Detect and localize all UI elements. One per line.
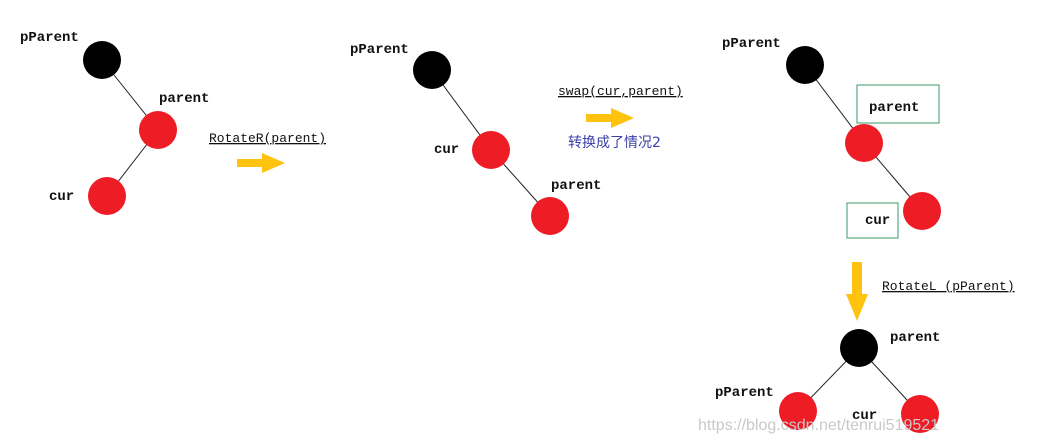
cur-label: cur [434,142,459,158]
parent-highlight-box [856,84,940,124]
cur-label: cur [49,189,74,205]
arrow-right-icon [237,153,285,173]
arrow-down-icon [846,262,868,321]
step1-tree: pParent parent cur [20,30,209,215]
pparent-node [786,46,824,84]
pparent-node [779,392,817,430]
parent-label: parent [890,330,940,346]
swap-label: swap(cur,parent) [558,84,683,99]
watermark: https://blog.csdn.net/tenrui519521 [698,417,939,434]
parent-label: parent [869,100,919,116]
cur-label: cur [852,408,877,424]
rotate-left-label: RotateL (pParent) [882,279,1015,294]
parent-label: parent [551,178,601,194]
pparent-label: pParent [20,30,79,46]
step3-tree: pParent parent cur [722,36,941,239]
arrow-right-icon [586,108,634,128]
pparent-label: pParent [350,42,409,58]
pparent-node [413,51,451,89]
parent-label: parent [159,91,209,107]
cur-node [472,131,510,169]
pparent-label: pParent [722,36,781,52]
parent-node [531,197,569,235]
step4-tree: parent pParent cur [715,329,940,433]
cur-node [901,395,939,433]
parent-node [840,329,878,367]
cur-node [903,192,941,230]
pparent-label: pParent [715,385,774,401]
pparent-node [83,41,121,79]
cur-label: cur [865,213,890,229]
cur-highlight-box [846,202,899,239]
rotate-right-label: RotateR(parent) [209,131,326,146]
cur-node [88,177,126,215]
step2-tree: pParent cur parent [350,42,601,235]
parent-node [139,111,177,149]
case2-note: 转换成了情况2 [568,134,661,151]
parent-node [845,124,883,162]
